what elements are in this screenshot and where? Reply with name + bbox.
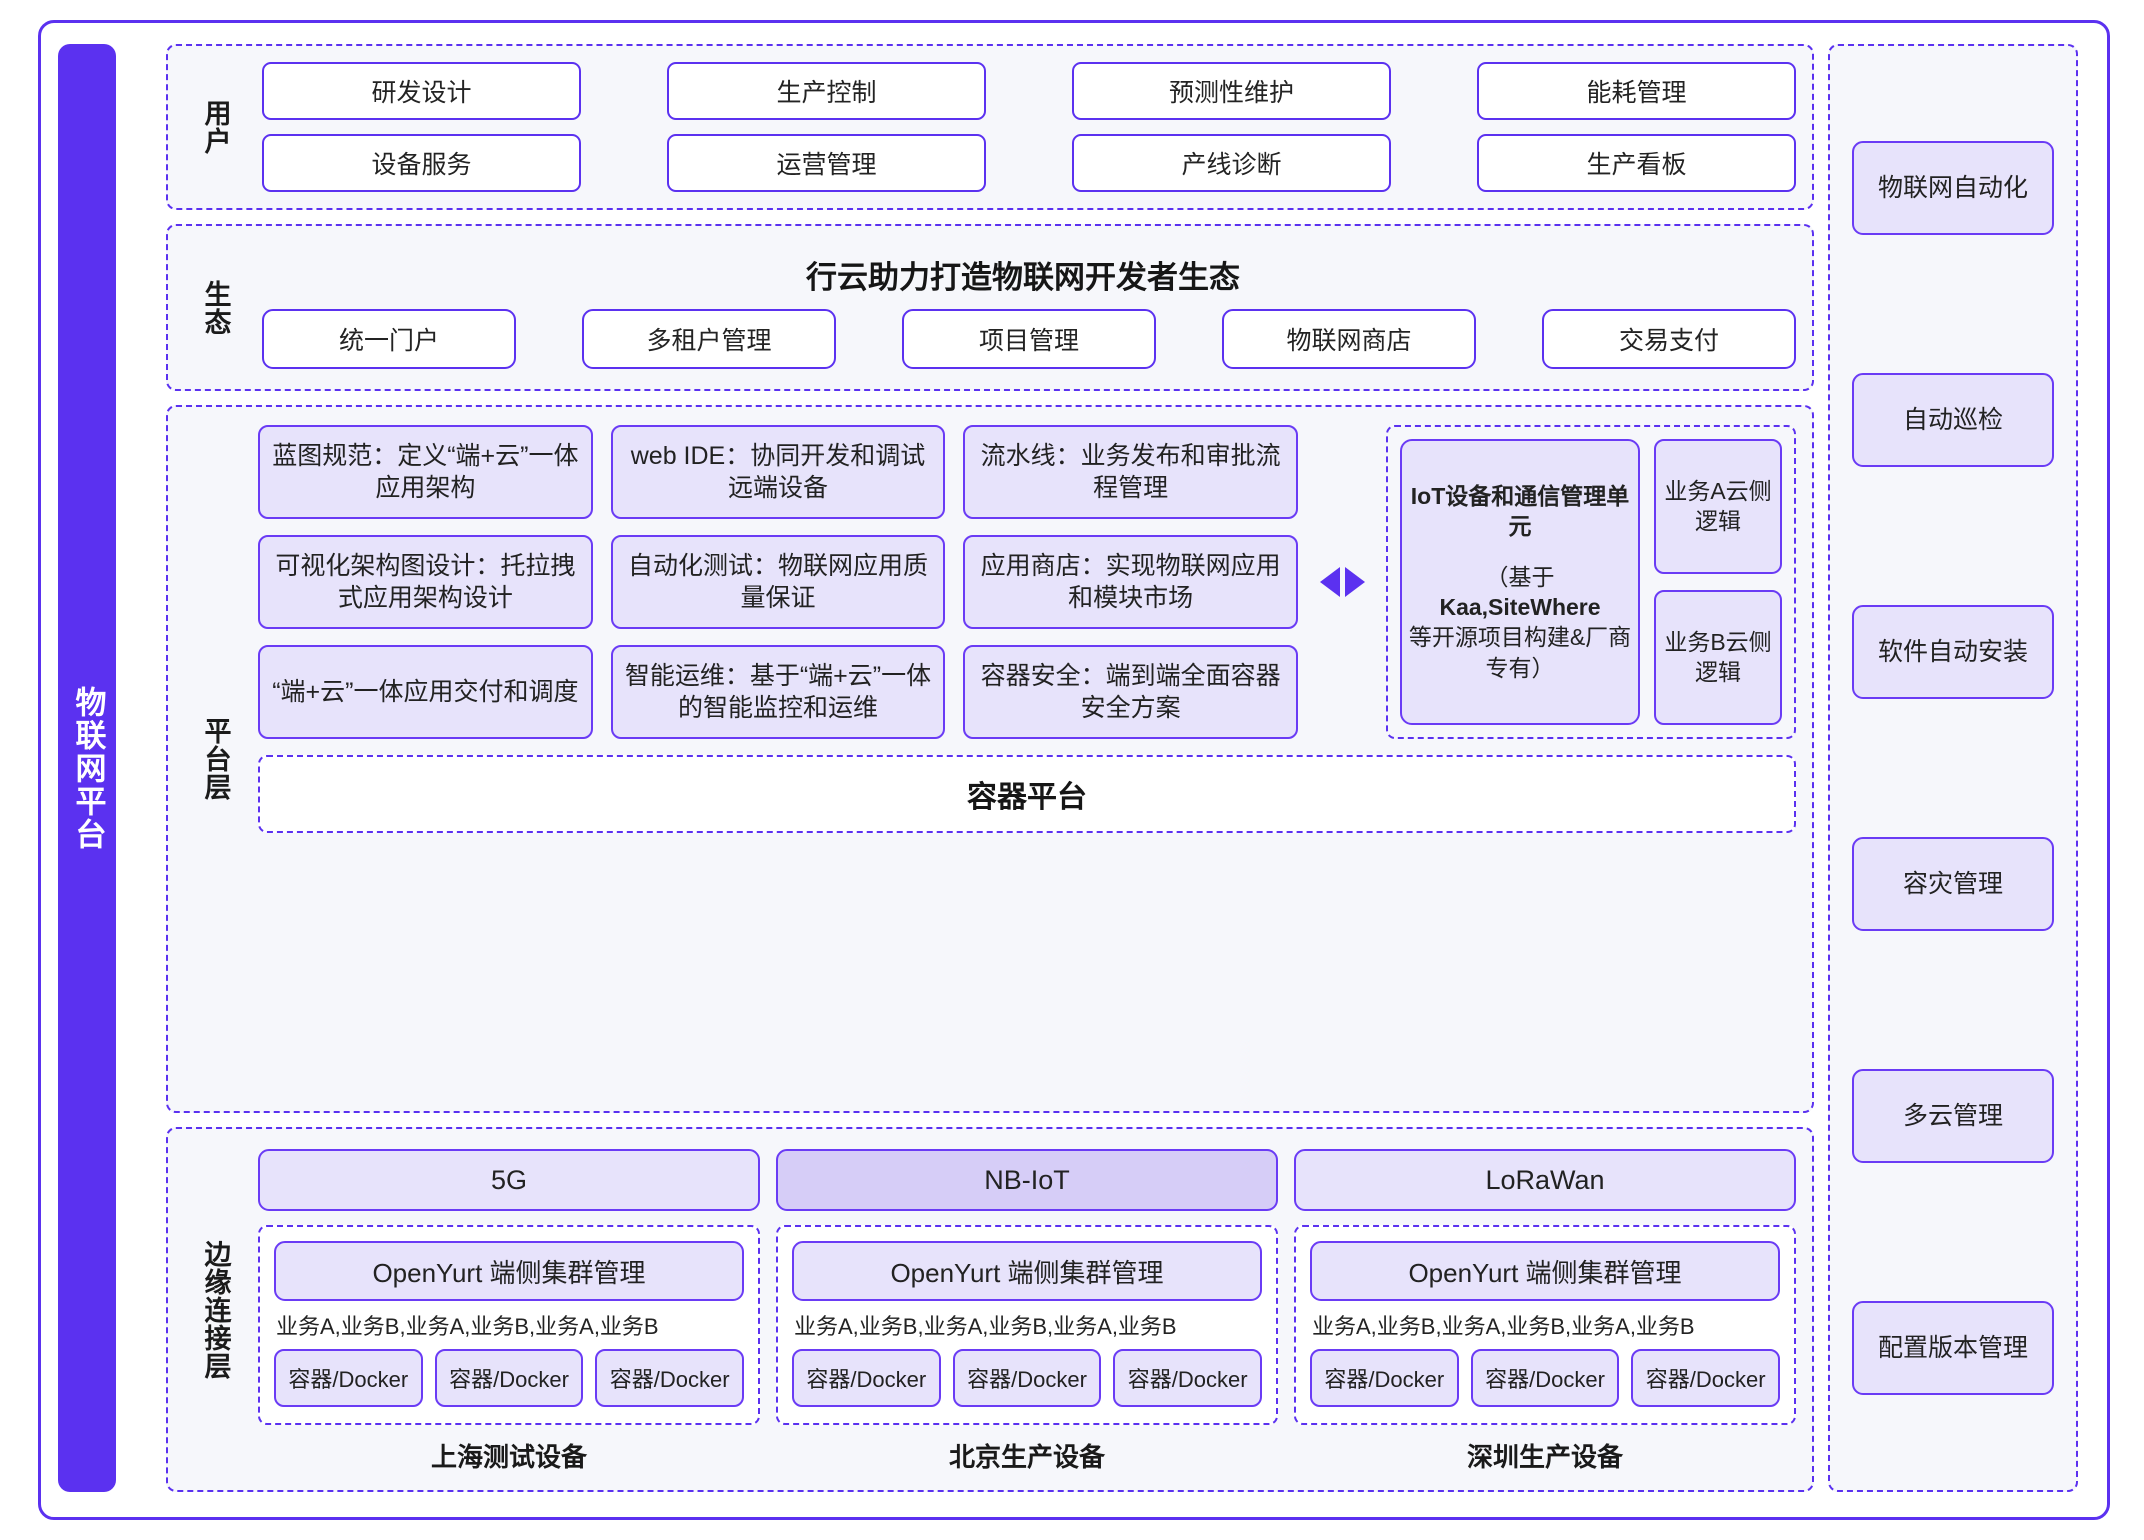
- band-ecosystem-label: 生态: [200, 279, 231, 336]
- device-box-shanghai: OpenYurt 端侧集群管理 业务A,业务B,业务A,业务B,业务A,业务B …: [258, 1225, 760, 1425]
- band-edge: 边缘连接层 5G NB-IoT LoRaWan OpenYurt 端侧集群管理 …: [166, 1127, 1814, 1492]
- docker-container-sz-2[interactable]: 容器/Docker: [1470, 1349, 1620, 1407]
- user-item-ops-mgmt[interactable]: 运营管理: [667, 134, 986, 192]
- band-edge-label: 边缘连接层: [200, 1239, 231, 1380]
- user-item-predictive-maint[interactable]: 预测性维护: [1072, 62, 1391, 120]
- eco-item-multi-tenant[interactable]: 多租户管理: [582, 309, 836, 369]
- eco-item-project-mgmt[interactable]: 项目管理: [902, 309, 1156, 369]
- band-user-label: 用户: [200, 99, 231, 155]
- device-caption-beijing: 北京生产设备: [948, 1442, 1105, 1472]
- right-sidebar: 物联网自动化 自动巡检 软件自动安装 容灾管理 多云管理 配置版本管理: [1828, 44, 2078, 1492]
- device-group-beijing: OpenYurt 端侧集群管理 业务A,业务B,业务A,业务B,业务A,业务B …: [776, 1225, 1278, 1474]
- band-ecosystem-body: 行云助力打造物联网开发者生态 统一门户 多租户管理 项目管理 物联网商店 交易支…: [248, 236, 1798, 379]
- docker-row-beijing: 容器/Docker 容器/Docker 容器/Docker: [792, 1349, 1263, 1407]
- cloud-logic-service-b[interactable]: 业务B云侧逻辑: [1654, 590, 1782, 725]
- services-list-beijing: 业务A,业务B,业务A,业务B,业务A,业务B: [794, 1314, 1177, 1339]
- network-lorawan[interactable]: LoRaWan: [1294, 1149, 1796, 1211]
- iot-unit-title: IoT设备和通信管理单元: [1410, 482, 1630, 540]
- user-item-prod-control[interactable]: 生产控制: [667, 62, 986, 120]
- container-platform-bar[interactable]: 容器平台: [258, 755, 1796, 833]
- band-platform-label: 平台层: [200, 717, 231, 801]
- platform-card-pipeline[interactable]: 流水线：业务发布和审批流程管理: [963, 425, 1298, 519]
- docker-container-bj-1[interactable]: 容器/Docker: [792, 1349, 941, 1407]
- band-user: 用户 研发设计 生产控制 预测性维护 能耗管理 设备服务 运营管理 产线诊断 生…: [166, 44, 1814, 210]
- docker-container-bj-2[interactable]: 容器/Docker: [952, 1349, 1102, 1407]
- device-caption-shenzhen: 深圳生产设备: [1466, 1442, 1623, 1472]
- user-item-line-diagnosis[interactable]: 产线诊断: [1072, 134, 1391, 192]
- band-user-body: 研发设计 生产控制 预测性维护 能耗管理 设备服务 运营管理 产线诊断 生产看板: [248, 56, 1798, 198]
- ecosystem-title: 行云助力打造物联网开发者生态: [806, 260, 1240, 295]
- docker-container-sz-1[interactable]: 容器/Docker: [1310, 1349, 1459, 1407]
- user-scenario-grid: 研发设计 生产控制 预测性维护 能耗管理 设备服务 运营管理 产线诊断 生产看板: [248, 56, 1798, 198]
- iot-management-zone: IoT设备和通信管理单元 （基于 Kaa,SiteWhere 等开源项目构建&厂…: [1386, 425, 1796, 739]
- platform-card-app-store[interactable]: 应用商店：实现物联网应用和模块市场: [963, 535, 1298, 629]
- openyurt-cluster-shenzhen[interactable]: OpenYurt 端侧集群管理: [1310, 1241, 1780, 1301]
- user-item-device-service[interactable]: 设备服务: [262, 134, 581, 192]
- iot-unit-note-open: （基于: [1485, 563, 1555, 590]
- ecosystem-items-row: 统一门户 多租户管理 项目管理 物联网商店 交易支付: [248, 309, 1798, 379]
- band-ecosystem: 生态 行云助力打造物联网开发者生态 统一门户 多租户管理 项目管理 物联网商店 …: [166, 224, 1814, 391]
- device-group-shenzhen: OpenYurt 端侧集群管理 业务A,业务B,业务A,业务B,业务A,业务B …: [1294, 1225, 1796, 1474]
- device-caption-shanghai: 上海测试设备: [430, 1442, 587, 1472]
- docker-container-bj-3[interactable]: 容器/Docker: [1113, 1349, 1263, 1407]
- docker-container-sh-1[interactable]: 容器/Docker: [274, 1349, 423, 1407]
- user-item-rd-design[interactable]: 研发设计: [262, 62, 581, 120]
- openyurt-cluster-shanghai[interactable]: OpenYurt 端侧集群管理: [274, 1241, 744, 1301]
- docker-row-shenzhen: 容器/Docker 容器/Docker 容器/Docker: [1310, 1349, 1781, 1407]
- center-column: 用户 研发设计 生产控制 预测性维护 能耗管理 设备服务 运营管理 产线诊断 生…: [166, 44, 1814, 1492]
- docker-container-sz-3[interactable]: 容器/Docker: [1631, 1349, 1781, 1407]
- platform-capability-grid: 蓝图规范：定义“端+云”一体应用架构 web IDE：协同开发和调试远端设备 流…: [258, 425, 1298, 739]
- sidebar-item-config-version[interactable]: 配置版本管理: [1852, 1301, 2054, 1395]
- band-platform-body: 蓝图规范：定义“端+云”一体应用架构 web IDE：协同开发和调试远端设备 流…: [248, 417, 1798, 1101]
- user-item-energy-mgmt[interactable]: 能耗管理: [1477, 62, 1796, 120]
- eco-item-iot-store[interactable]: 物联网商店: [1222, 309, 1476, 369]
- arrow-left-icon: [1319, 567, 1340, 597]
- platform-card-delivery[interactable]: “端+云”一体应用交付和调度: [258, 645, 593, 739]
- docker-container-sh-3[interactable]: 容器/Docker: [595, 1349, 745, 1407]
- device-box-beijing: OpenYurt 端侧集群管理 业务A,业务B,业务A,业务B,业务A,业务B …: [776, 1225, 1278, 1425]
- platform-card-smart-ops[interactable]: 智能运维：基于“端+云”一体的智能监控和运维: [610, 645, 946, 739]
- services-list-shanghai: 业务A,业务B,业务A,业务B,业务A,业务B: [276, 1314, 659, 1339]
- sidebar-item-multicloud-mgmt[interactable]: 多云管理: [1852, 1069, 2054, 1163]
- sidebar-item-auto-inspection[interactable]: 自动巡检: [1852, 373, 2054, 467]
- bidirectional-arrow: [1314, 425, 1370, 739]
- band-edge-body: 5G NB-IoT LoRaWan OpenYurt 端侧集群管理 业务A,业务…: [248, 1139, 1798, 1480]
- services-list-shenzhen: 业务A,业务B,业务A,业务B,业务A,业务B: [1312, 1314, 1695, 1339]
- device-group-shanghai: OpenYurt 端侧集群管理 业务A,业务B,业务A,业务B,业务A,业务B …: [258, 1225, 760, 1474]
- eco-item-payment[interactable]: 交易支付: [1542, 309, 1796, 369]
- network-5g[interactable]: 5G: [258, 1149, 760, 1211]
- cloud-logic-service-a[interactable]: 业务A云侧逻辑: [1654, 439, 1782, 574]
- platform-card-visual-design[interactable]: 可视化架构图设计：托拉拽式应用架构设计: [258, 535, 593, 629]
- openyurt-cluster-beijing[interactable]: OpenYurt 端侧集群管理: [792, 1241, 1262, 1301]
- iot-unit-note-rest: 等开源项目构建&厂商专有）: [1408, 624, 1632, 681]
- platform-top-row: 蓝图规范：定义“端+云”一体应用架构 web IDE：协同开发和调试远端设备 流…: [258, 425, 1796, 739]
- arrow-right-icon: [1344, 567, 1365, 597]
- iot-device-comm-unit[interactable]: IoT设备和通信管理单元 （基于 Kaa,SiteWhere 等开源项目构建&厂…: [1400, 439, 1640, 725]
- sidebar-item-software-install[interactable]: 软件自动安装: [1852, 605, 2054, 699]
- iot-cloud-logic-column: 业务A云侧逻辑 业务B云侧逻辑: [1654, 439, 1782, 725]
- user-item-prod-dashboard[interactable]: 生产看板: [1477, 134, 1796, 192]
- network-nb-iot[interactable]: NB-IoT: [776, 1149, 1278, 1211]
- device-groups-row: OpenYurt 端侧集群管理 业务A,业务B,业务A,业务B,业务A,业务B …: [258, 1225, 1796, 1474]
- platform-card-container-sec[interactable]: 容器安全：端到端全面容器安全方案: [963, 645, 1298, 739]
- platform-card-auto-test[interactable]: 自动化测试：物联网应用质量保证: [610, 535, 946, 629]
- left-rail-label: 物联网平台: [70, 685, 106, 851]
- network-protocol-row: 5G NB-IoT LoRaWan: [258, 1149, 1796, 1211]
- eco-item-unified-portal[interactable]: 统一门户: [262, 309, 516, 369]
- left-rail-iot-platform: 物联网平台: [58, 44, 116, 1492]
- docker-row-shanghai: 容器/Docker 容器/Docker 容器/Docker: [274, 1349, 745, 1407]
- sidebar-item-iot-automation[interactable]: 物联网自动化: [1852, 141, 2054, 235]
- iot-unit-note-projects: Kaa,SiteWhere: [1439, 594, 1601, 620]
- sidebar-item-disaster-recovery[interactable]: 容灾管理: [1852, 837, 2054, 931]
- band-platform: 平台层 蓝图规范：定义“端+云”一体应用架构 web IDE：协同开发和调试远端…: [166, 405, 1814, 1113]
- platform-card-blueprint[interactable]: 蓝图规范：定义“端+云”一体应用架构: [258, 425, 593, 519]
- platform-card-web-ide[interactable]: web IDE：协同开发和调试远端设备: [610, 425, 946, 519]
- device-box-shenzhen: OpenYurt 端侧集群管理 业务A,业务B,业务A,业务B,业务A,业务B …: [1294, 1225, 1796, 1425]
- docker-container-sh-2[interactable]: 容器/Docker: [434, 1349, 584, 1407]
